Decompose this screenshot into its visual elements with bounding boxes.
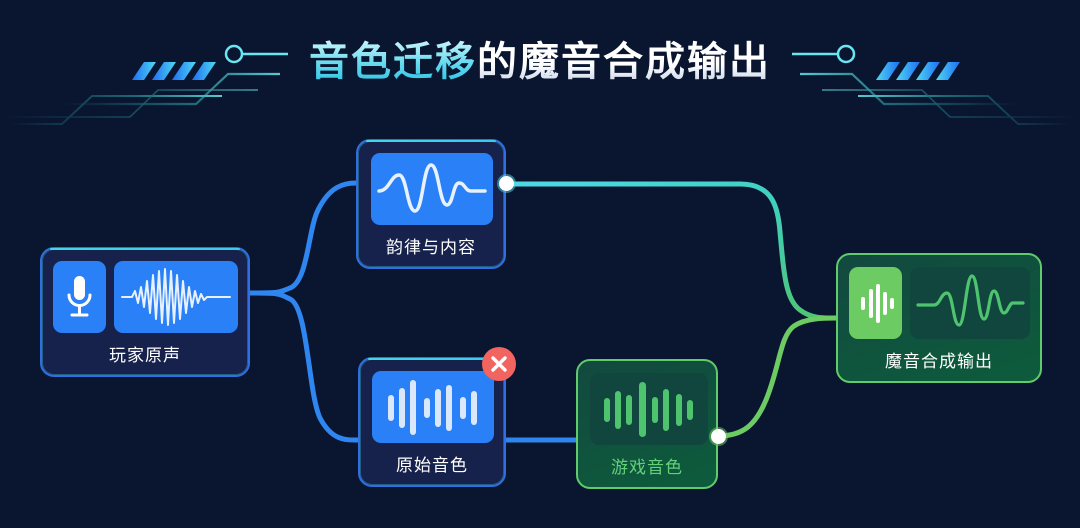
- microphone-icon: [53, 261, 106, 333]
- page-title: 音色迁移的魔音合成输出: [0, 38, 1080, 86]
- circle-node-icon-left: [224, 44, 244, 64]
- connection-dot-game-timbre: [711, 429, 726, 444]
- waveform-bars-bright-icon: [849, 267, 902, 339]
- node-player-voice[interactable]: 玩家原声: [40, 247, 250, 377]
- waveform-bars-icon: [372, 371, 494, 443]
- node-prosody-content[interactable]: 韵律与内容: [356, 139, 506, 269]
- circle-node-icon-right: [836, 44, 856, 64]
- node-label: 韵律与内容: [386, 238, 476, 257]
- close-icon: [491, 356, 507, 372]
- node-synth-output[interactable]: 魔音合成输出: [836, 253, 1042, 383]
- connection-dot-prosody: [499, 176, 514, 191]
- node-label: 游戏音色: [611, 458, 683, 477]
- header-decoration: [0, 44, 1080, 125]
- wire-game-to-output: [715, 315, 839, 439]
- card-media: [849, 267, 1030, 339]
- wire-voice-to-original: [247, 290, 361, 443]
- waveform-smooth-icon: [371, 153, 493, 225]
- card-accent-line: [366, 140, 496, 142]
- page-title-cyan: 音色迁移: [309, 40, 477, 84]
- node-label: 原始音色: [396, 456, 468, 475]
- node-label: 魔音合成输出: [885, 352, 993, 371]
- page-title-white: 的魔音合成输出: [477, 40, 771, 84]
- slash-bars-icon-left: [132, 62, 216, 80]
- card-media: [53, 261, 238, 333]
- card-media: [590, 373, 708, 445]
- card-media: [372, 371, 494, 443]
- card-accent-line: [50, 248, 240, 250]
- slash-bars-icon-right: [876, 62, 960, 80]
- node-original-timbre[interactable]: 原始音色: [358, 357, 506, 487]
- waveform-oscillation-icon: [114, 261, 238, 333]
- wire-prosody-to-output: [503, 181, 839, 321]
- card-media: [371, 153, 493, 225]
- card-accent-line: [368, 358, 496, 360]
- waveform-bars-icon: [590, 373, 708, 445]
- wire-voice-to-prosody: [247, 180, 359, 296]
- node-label: 玩家原声: [109, 346, 181, 365]
- waveform-spike-icon: [910, 267, 1030, 339]
- node-game-timbre[interactable]: 游戏音色: [576, 359, 718, 489]
- error-x-badge[interactable]: [482, 347, 516, 381]
